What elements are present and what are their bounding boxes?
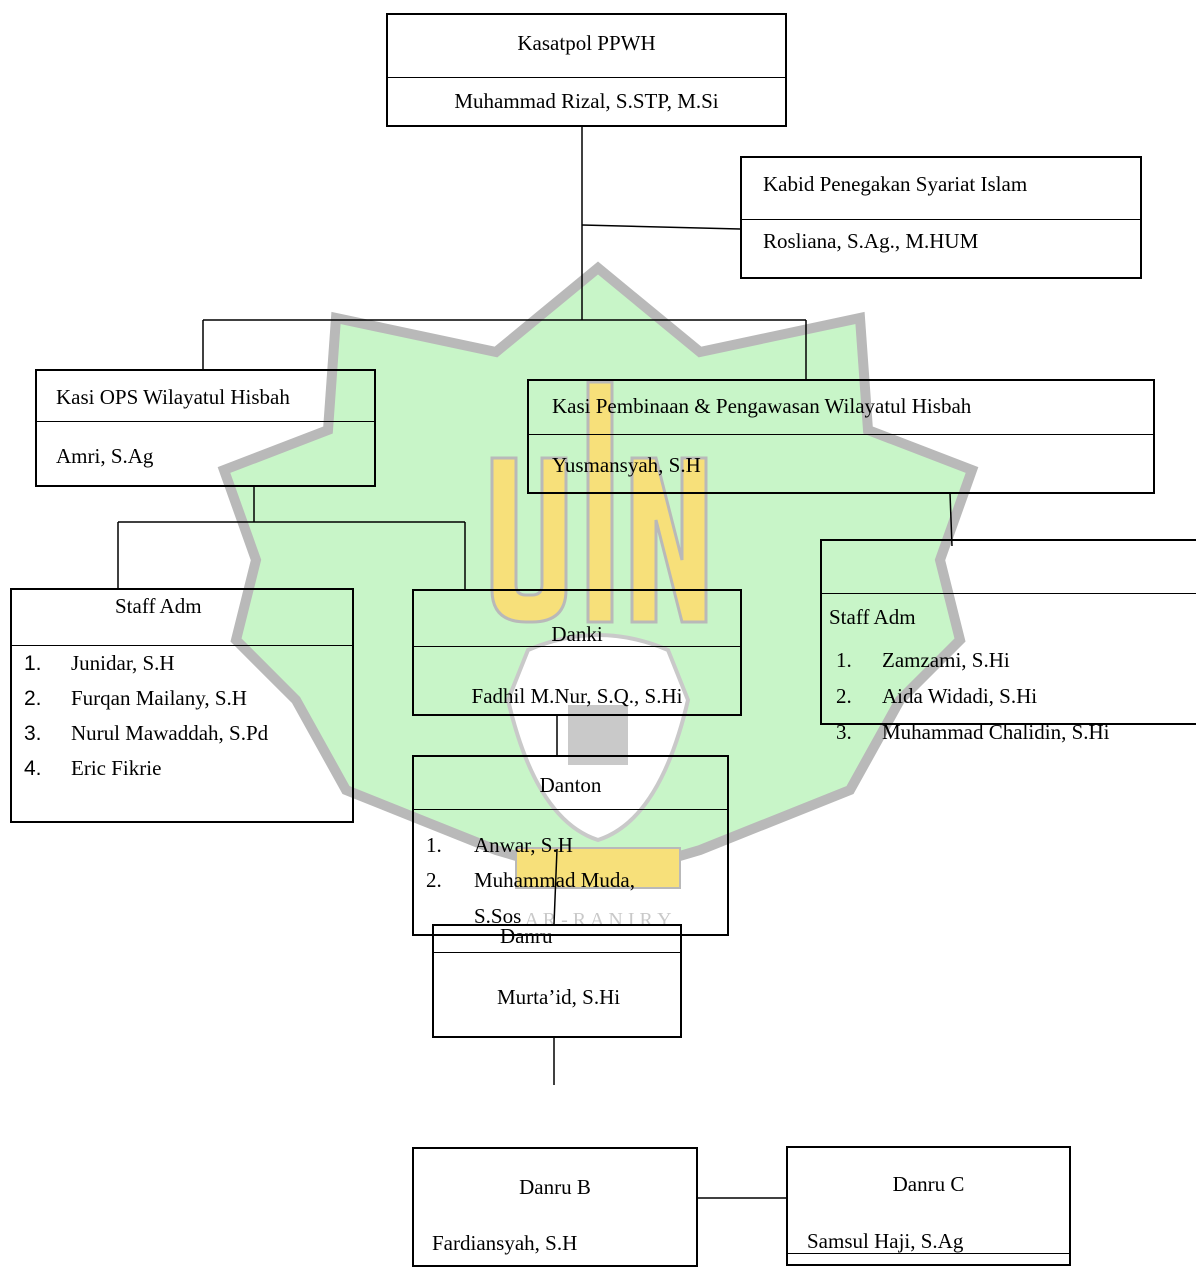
danton-name-1: Anwar, S.H <box>474 833 573 857</box>
box-kasi-ops <box>35 369 376 487</box>
staff-left-num-1: 1. <box>24 652 42 675</box>
danton-name-2: Muhammad Muda, <box>474 868 635 892</box>
kasatpol-title: Kasatpol PPWH <box>517 31 656 55</box>
kasatpol-name: Muhammad Rizal, S.STP, M.Si <box>454 89 719 113</box>
staff-left-name-1: Junidar, S.H <box>71 651 175 675</box>
staff-right-num-2: 2. <box>836 684 852 708</box>
box-danru <box>432 924 682 1038</box>
box-kasi-pembinaan <box>527 379 1155 494</box>
kasi-ops-name: Amri, S.Ag <box>56 444 154 468</box>
staff-right-num-3: 3. <box>836 720 852 744</box>
box-kasatpol <box>386 13 787 127</box>
staff-adm-right-title: Staff Adm <box>829 605 916 629</box>
staff-left-name-3: Nurul Mawaddah, S.Pd <box>71 721 269 745</box>
staff-right-num-1: 1. <box>836 648 852 672</box>
kabid-name: Rosliana, S.Ag., M.HUM <box>763 229 979 253</box>
danru-title: Danru <box>500 924 553 948</box>
staff-right-name-1: Zamzami, S.Hi <box>882 648 1010 672</box>
kasi-ops-title: Kasi OPS Wilayatul Hisbah <box>56 385 290 409</box>
danton-title: Danton <box>539 773 602 797</box>
box-staff-adm-left <box>10 588 354 823</box>
box-danton <box>412 755 729 850</box>
danru-c-name: Samsul Haji, S.Ag <box>807 1229 964 1253</box>
danton-num-2: 2. <box>426 868 442 892</box>
danru-b-name: Fardiansyah, S.H <box>432 1231 578 1255</box>
box-staff-adm-right <box>820 539 1196 725</box>
staff-right-name-2: Aida Widadi, S.Hi <box>882 684 1038 708</box>
danton-continuation: S.Sos <box>474 904 522 928</box>
danki-title: Danki <box>551 622 603 646</box>
kabid-title: Kabid Penegakan Syariat Islam <box>763 172 1028 196</box>
box-kabid <box>740 156 1142 279</box>
danki-name: Fadhil M.Nur, S.Q., S.Hi <box>471 684 683 708</box>
staff-right-name-3: Muhammad Chalidin, S.Hi <box>882 720 1110 744</box>
staff-left-name-2: Furqan Mailany, S.H <box>71 686 247 710</box>
danru-name: Murta’id, S.Hi <box>497 985 621 1009</box>
staff-left-name-4: Eric Fikrie <box>71 756 162 780</box>
staff-adm-left-title: Staff Adm <box>115 594 202 618</box>
kasi-pembinaan-name: Yusmansyah, S.H <box>552 453 701 477</box>
staff-left-num-3: 3. <box>24 722 42 745</box>
staff-left-num-2: 2. <box>24 687 42 710</box>
kasi-pembinaan-title: Kasi Pembinaan & Pengawasan Wilayatul Hi… <box>552 394 972 418</box>
danru-c-title: Danru C <box>892 1172 965 1196</box>
staff-left-num-4: 4. <box>24 757 42 780</box>
box-danki <box>412 589 742 716</box>
danton-num-1: 1. <box>426 833 442 857</box>
box-danton-lower <box>412 848 729 936</box>
danru-b-title: Danru B <box>519 1175 591 1199</box>
